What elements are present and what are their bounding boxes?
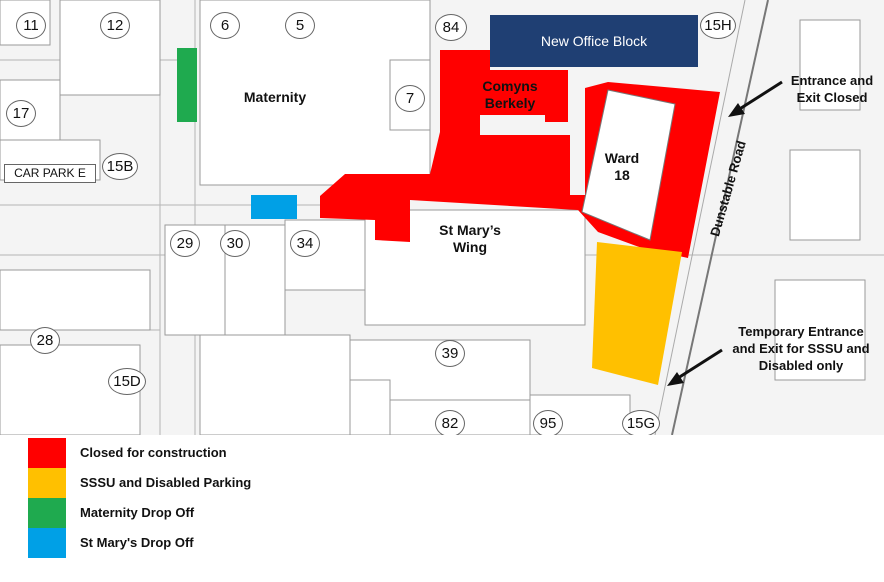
legend-label: Closed for construction — [80, 445, 227, 460]
car-park-e-label: CAR PARK E — [4, 164, 96, 183]
legend-swatch — [28, 528, 66, 558]
building — [789, 149, 861, 241]
temporary-entrance-annotation: Temporary Entrance and Exit for SSSU and… — [732, 324, 870, 373]
building-number: 7 — [395, 85, 425, 112]
building-number: 5 — [285, 12, 315, 39]
building-number: 30 — [220, 230, 250, 257]
entrance-closed-annotation: Entrance and Exit Closed — [790, 73, 874, 105]
building-number: 6 — [210, 12, 240, 39]
legend-swatch — [28, 498, 66, 528]
building — [199, 334, 351, 435]
building-number: 28 — [30, 327, 60, 354]
building — [774, 279, 866, 381]
building-number: 15H — [700, 12, 736, 39]
maternity-drop-off-zone — [177, 48, 197, 122]
legend-item-sssu: SSSU and Disabled Parking — [28, 468, 428, 498]
legend-label: Maternity Drop Off — [80, 505, 195, 520]
arrow-line — [737, 80, 783, 112]
building-number: 34 — [290, 230, 320, 257]
st-marys-wing-label: St Mary’s Wing — [439, 222, 501, 255]
building-number: 82 — [435, 410, 465, 435]
building-number: 12 — [100, 12, 130, 39]
st-marys-drop-off-zone — [251, 195, 297, 219]
new-office-block-zone — [490, 15, 698, 67]
building-number: 95 — [533, 410, 563, 435]
legend-label: SSSU and Disabled Parking — [80, 475, 252, 490]
new-office-block-label: New Office Block — [540, 33, 648, 49]
arrow-head — [667, 372, 684, 386]
legend-label: St Mary's Drop Off — [80, 535, 194, 550]
ward-18-building — [581, 89, 676, 241]
building-number: 17 — [6, 100, 36, 127]
legend-item-maternity-drop-off: Maternity Drop Off — [28, 498, 428, 528]
arrow-head — [728, 103, 745, 117]
building-number: 29 — [170, 230, 200, 257]
building-number: 15G — [622, 410, 660, 435]
building — [0, 269, 151, 331]
dunstable-road-edge — [671, 0, 769, 435]
dunstable-road-edge — [654, 0, 746, 435]
comyns-berkely-label: Comyns Berkely — [482, 78, 538, 111]
building-number: 11 — [16, 12, 46, 39]
ward-18-label: Ward 18 — [604, 150, 640, 183]
legend-item-closed: Closed for construction — [28, 438, 428, 468]
arrow-line — [677, 348, 723, 380]
maternity-label: Maternity — [243, 89, 307, 105]
building — [349, 379, 391, 435]
building-number: 15D — [108, 368, 146, 395]
sssu-zone — [592, 242, 682, 385]
site-map: 11 12 6 5 84 15H 17 7 15B 29 30 34 28 39… — [0, 0, 884, 435]
building — [799, 19, 861, 111]
building-number: 15B — [102, 153, 138, 180]
building-number: 84 — [435, 14, 467, 41]
legend-swatch — [28, 468, 66, 498]
legend-swatch — [28, 438, 66, 468]
building-number: 39 — [435, 340, 465, 367]
legend-item-st-marys-drop-off: St Mary's Drop Off — [28, 528, 428, 558]
